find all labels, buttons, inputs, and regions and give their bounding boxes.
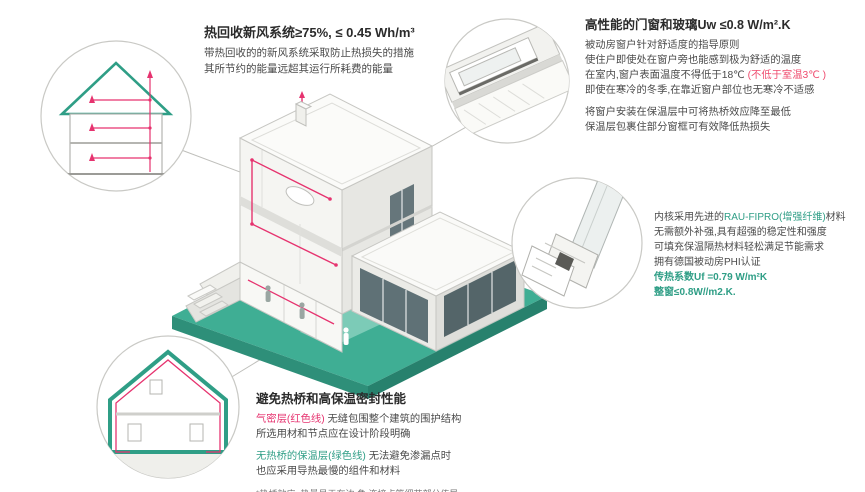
- ventilation-block: 热回收新风系统≥75%, ≤ 0.45 Wh/m³ 带热回收的的新风系统采取防止…: [204, 22, 476, 78]
- windows-line-3-highlight: (不低于室温3℃ ): [744, 69, 827, 81]
- thermal-title: 避免热桥和高保温密封性能: [256, 392, 407, 406]
- callout-insulation: [96, 335, 240, 479]
- person-figure: [343, 327, 349, 345]
- windows-line-1: 被动房窗户针对舒适度的指导原则: [585, 40, 740, 51]
- wing-front-glazing: [360, 268, 428, 343]
- thermal-line-2: 所选用材和节点应在设计阶段明确: [256, 428, 411, 440]
- chimney: [294, 100, 313, 127]
- entry-step-3: [199, 300, 229, 317]
- windows-title: 高性能的门窗和玻璃Uw ≤0.8 W/m².K: [585, 18, 791, 32]
- window: [127, 423, 142, 442]
- windows-block: 高性能的门窗和玻璃Uw ≤0.8 W/m².K 被动房窗户针对舒适度的指导原则 …: [585, 14, 861, 136]
- insulation-panel: [454, 59, 569, 137]
- profile-block: 内核采用先进的RAU-FIPRO(增强纤维)材料 无需额外补强,具有超强的稳定性…: [654, 210, 864, 300]
- airtight-layer-label: 气密层(红色线): [256, 414, 325, 425]
- ventilation-title: 热回收新风系统≥75%, ≤ 0.45 Wh/m³: [204, 25, 415, 40]
- spacer: [585, 99, 861, 106]
- house-wing: [350, 211, 526, 352]
- profile-line-2: 无需额外补强,具有超强的稳定性和强度: [654, 227, 827, 238]
- windows-line-6: 保温层包裹住部分窗框可有效降低热损失: [585, 121, 771, 133]
- insulation-layer-label: 无热桥的保温层(绿色线): [256, 450, 366, 462]
- thermal-line-3: 无热桥的保温层(绿色线) 无法避免渗漏点时: [256, 450, 536, 465]
- thermal-block: 避免热桥和高保温密封性能 气密层(红色线) 无缝包围整个建筑的围护结构 所选用材…: [256, 388, 536, 492]
- windows-line-4: 即使在寒冷的冬季,在靠近窗户部位也无寒冷不适感: [585, 84, 815, 96]
- profile-line-1-text: 内核采用先进的: [654, 212, 724, 223]
- thermal-line-4: 也应采用导热最慢的组件和材料: [256, 465, 401, 477]
- ventilation-line-1: 带热回收的的新风系统采取防止热损失的措施: [204, 47, 414, 59]
- lawn-edge-left: [172, 316, 368, 399]
- profile-metric-uf: 传热系数Uf =0.79 W/m²K: [654, 272, 768, 283]
- house-main-block: [238, 91, 434, 315]
- profile-line-1-material: RAU-FIPRO(增强纤维): [724, 212, 826, 223]
- ventilation-line-2: 其所节约的能量远超其运行所耗费的能量: [204, 62, 393, 75]
- section-ground: [97, 452, 239, 478]
- window-3: [149, 379, 163, 395]
- airflow-arrows: [89, 70, 153, 161]
- callout-window-corner: [444, 18, 570, 144]
- duct-exhaust-arrow: [299, 91, 305, 98]
- basement-figure: [265, 285, 271, 302]
- windows-line-5: 将窗户安装在保温层中可将热桥效应降至最低: [585, 106, 791, 118]
- thermal-line-3-text: 无法避免渗漏点时: [365, 450, 452, 462]
- windows-line-2: 使住户即使处在窗户旁也能感到极为舒适的温度: [585, 54, 802, 66]
- windows-line-3-text: 在室内,窗户表面温度不得低于18℃: [585, 69, 745, 81]
- basement-duct-line: [247, 279, 335, 325]
- profile-line-3: 可填充保温隔热材料轻松满足节能需求: [654, 242, 824, 253]
- lawn-edge-right: [368, 296, 547, 399]
- window-2: [189, 423, 204, 442]
- profile-metric-uw: 整窗≤0.8W//m2.K.: [654, 287, 736, 298]
- glazing-detail: [457, 47, 522, 87]
- basement-cutaway: [239, 261, 343, 353]
- section-duct: [92, 76, 151, 172]
- entry-step-2: [193, 292, 223, 309]
- duct-nodes: [250, 91, 338, 267]
- foundation-cutaway: [185, 261, 241, 323]
- gasket: [555, 252, 574, 271]
- spacer: [256, 443, 536, 450]
- thermal-footnote: *热桥效应: 热量易于在边,角,连接点等细节部分传导: [256, 487, 536, 492]
- windows-line-3: 在室内,窗户表面温度不得低于18℃ (不低于室温3℃ ): [585, 69, 861, 84]
- profile-line-1-end: 材料: [825, 212, 846, 223]
- wing-right-glazing: [444, 260, 516, 337]
- thermal-line-1-text: 无缝包围整个建筑的围护结构: [324, 414, 462, 425]
- entry-step-1: [187, 284, 217, 301]
- thermal-line-1: 气密层(红色线) 无缝包围整个建筑的围护结构: [256, 413, 536, 428]
- callout-ventilation: [40, 40, 192, 192]
- profile-line-1: 内核采用先进的RAU-FIPRO(增强纤维)材料: [654, 210, 864, 225]
- profile-line-4: 拥有德国被动房PHI认证: [654, 257, 761, 268]
- bathtub: [285, 186, 315, 206]
- callout-window-profile: [511, 177, 643, 309]
- basement-figure-2: [299, 302, 305, 319]
- floor-slab: [240, 196, 342, 257]
